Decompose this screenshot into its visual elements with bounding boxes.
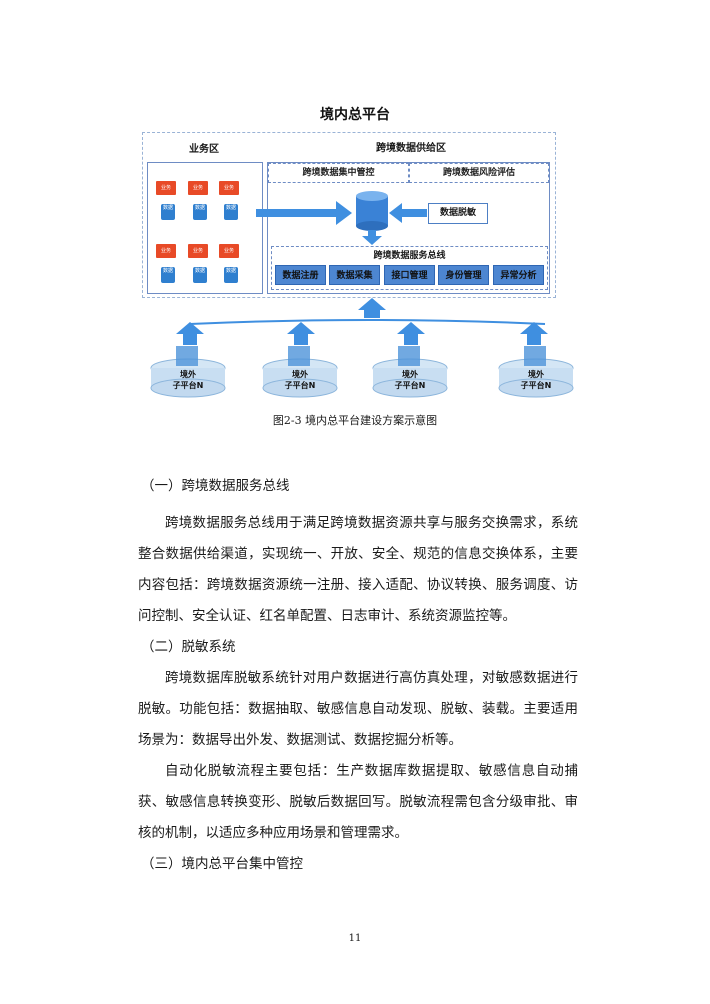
- sub-platform-line1: 境外: [292, 370, 308, 379]
- sub-platform-line1: 境外: [180, 370, 196, 379]
- data-card: 数据: [193, 204, 207, 220]
- arrow-up-icon: [176, 322, 204, 345]
- paragraph: 自动化脱敏流程主要包括：生产数据库数据提取、敏感信息自动捕获、敏感信息转换变形、…: [138, 763, 578, 841]
- business-zone: [147, 162, 263, 294]
- data-card: 数据: [161, 204, 175, 220]
- arrow-left-icon: [389, 203, 427, 223]
- building-icon: [372, 346, 448, 398]
- diagram-arrows: [150, 191, 574, 398]
- arrow-down-icon: [362, 230, 382, 245]
- building-icon: [150, 346, 226, 398]
- bus-item-collect: 数据采集: [329, 265, 380, 285]
- sub-platform-line2: 子平台N: [394, 381, 426, 390]
- section-heading-3: （三）境内总平台集中管控: [141, 856, 303, 872]
- platform-outer-frame: [142, 132, 556, 298]
- sub-platform-line2: 子平台N: [284, 381, 316, 390]
- data-card: 数据: [193, 267, 207, 283]
- sub-platform-label: 境外 子平台N: [501, 369, 571, 391]
- business-card: 业务: [156, 181, 176, 195]
- body-text: （一）跨境数据服务总线 跨境数据服务总线用于满足跨境数据资源共享与服务交换需求，…: [138, 471, 578, 880]
- bus-item-identity: 身份管理: [438, 265, 489, 285]
- sub-platform-label: 境外 子平台N: [153, 369, 223, 391]
- business-card: 业务: [219, 181, 239, 195]
- tab-central-control: 跨境数据集中管控: [268, 163, 409, 183]
- desensitize-box: 数据脱敏: [428, 203, 488, 224]
- diagram-title: 境内总平台: [320, 107, 390, 123]
- business-card: 业务: [188, 181, 208, 195]
- service-bus-label: 跨境数据服务总线: [373, 251, 446, 261]
- database-icon: [356, 191, 388, 231]
- business-card: 业务: [156, 244, 176, 258]
- arrow-right-icon: [256, 201, 352, 225]
- sub-platform-line2: 子平台N: [520, 381, 552, 390]
- business-card: 业务: [188, 244, 208, 258]
- business-card: 业务: [219, 244, 239, 258]
- platform-diagram: 境内总平台 业务区 跨境数据供给区 跨境数据集中管控 跨境数据风险评估 业务 业…: [0, 0, 710, 410]
- building-icon: [498, 346, 574, 398]
- section-heading-2: （二）脱敏系统: [141, 639, 236, 655]
- service-bus: [271, 246, 548, 290]
- arrow-up-icon: [287, 322, 315, 345]
- sub-platform-line1: 境外: [528, 370, 544, 379]
- sub-platform-label: 境外 子平台N: [265, 369, 335, 391]
- bus-item-interface: 接口管理: [384, 265, 435, 285]
- bus-item-anomaly: 异常分析: [493, 265, 544, 285]
- supply-zone: [267, 162, 550, 294]
- page-number: 11: [348, 933, 362, 944]
- business-zone-label: 业务区: [189, 144, 219, 155]
- section-heading-1: （一）跨境数据服务总线: [141, 478, 290, 494]
- sub-platform-line1: 境外: [402, 370, 418, 379]
- tab-risk-assessment: 跨境数据风险评估: [409, 163, 549, 183]
- figure-caption: 图2-3 境内总平台建设方案示意图: [272, 414, 438, 427]
- supply-zone-label: 跨境数据供给区: [376, 143, 446, 154]
- paragraph: 跨境数据服务总线用于满足跨境数据资源共享与服务交换需求，系统整合数据供给渠道，实…: [138, 515, 578, 624]
- arrow-up-icon: [520, 322, 548, 345]
- data-card: 数据: [224, 204, 238, 220]
- sub-platform-label: 境外 子平台N: [375, 369, 445, 391]
- arrow-up-icon: [358, 298, 386, 318]
- paragraph: 跨境数据库脱敏系统针对用户数据进行高仿真处理，对敏感数据进行脱敏。功能包括：数据…: [138, 670, 578, 748]
- bus-item-register: 数据注册: [275, 265, 326, 285]
- data-card: 数据: [224, 267, 238, 283]
- sub-platform-line2: 子平台N: [172, 381, 204, 390]
- arrow-up-icon: [397, 322, 425, 345]
- building-icon: [262, 346, 338, 398]
- data-card: 数据: [161, 267, 175, 283]
